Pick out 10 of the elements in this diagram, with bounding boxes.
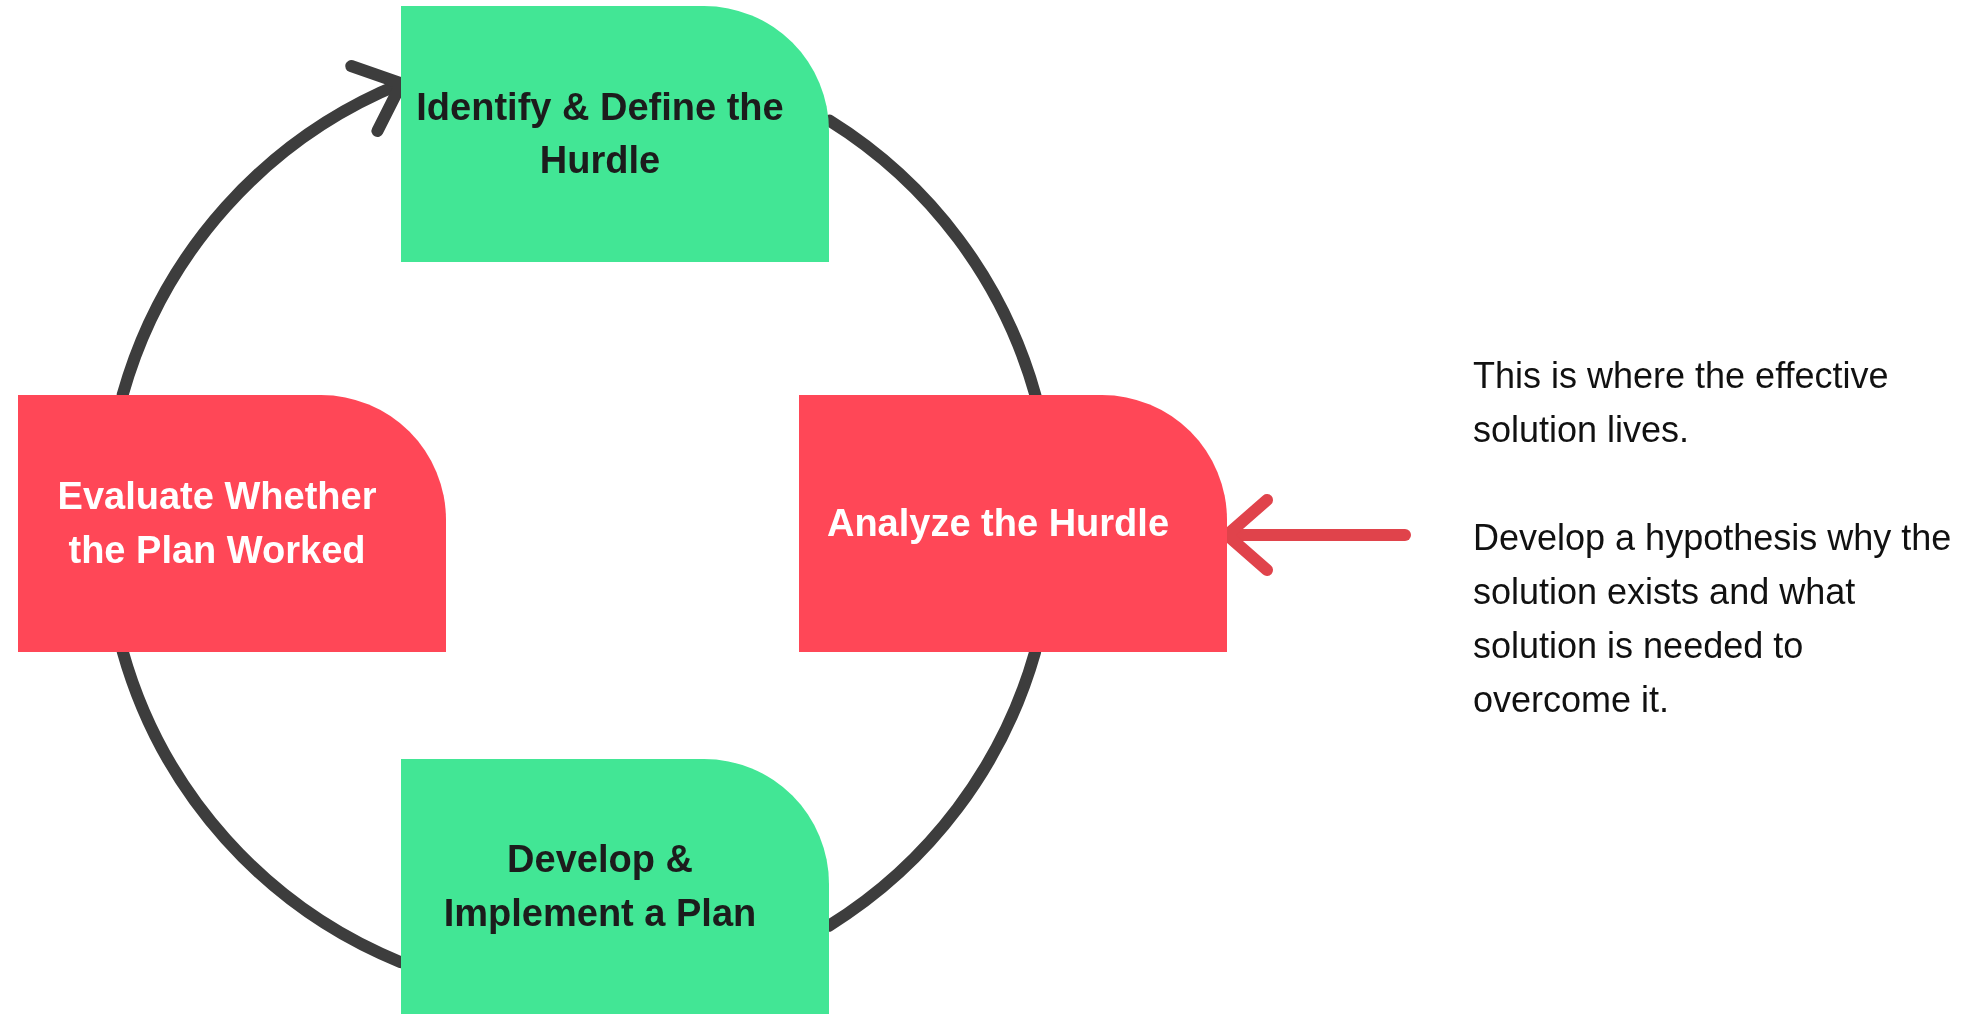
note-paragraph: This is where the effective solution lives. <box>1473 353 1890 452</box>
step-box <box>401 6 829 262</box>
step-box <box>401 759 829 1014</box>
step-label: Develop & Implement a Plan <box>442 837 758 936</box>
note-paragraph: Develop a hypothesis why the solution exists and what solution is needed to overcome it. <box>1473 515 1953 722</box>
step-box <box>18 395 446 652</box>
step-box <box>799 395 1227 652</box>
step-label: Evaluate Whether the Plan Worked <box>56 474 378 573</box>
step-label: Analyze the Hurdle <box>826 500 1170 546</box>
step-label: Identify & Define the Hurdle <box>415 84 785 183</box>
